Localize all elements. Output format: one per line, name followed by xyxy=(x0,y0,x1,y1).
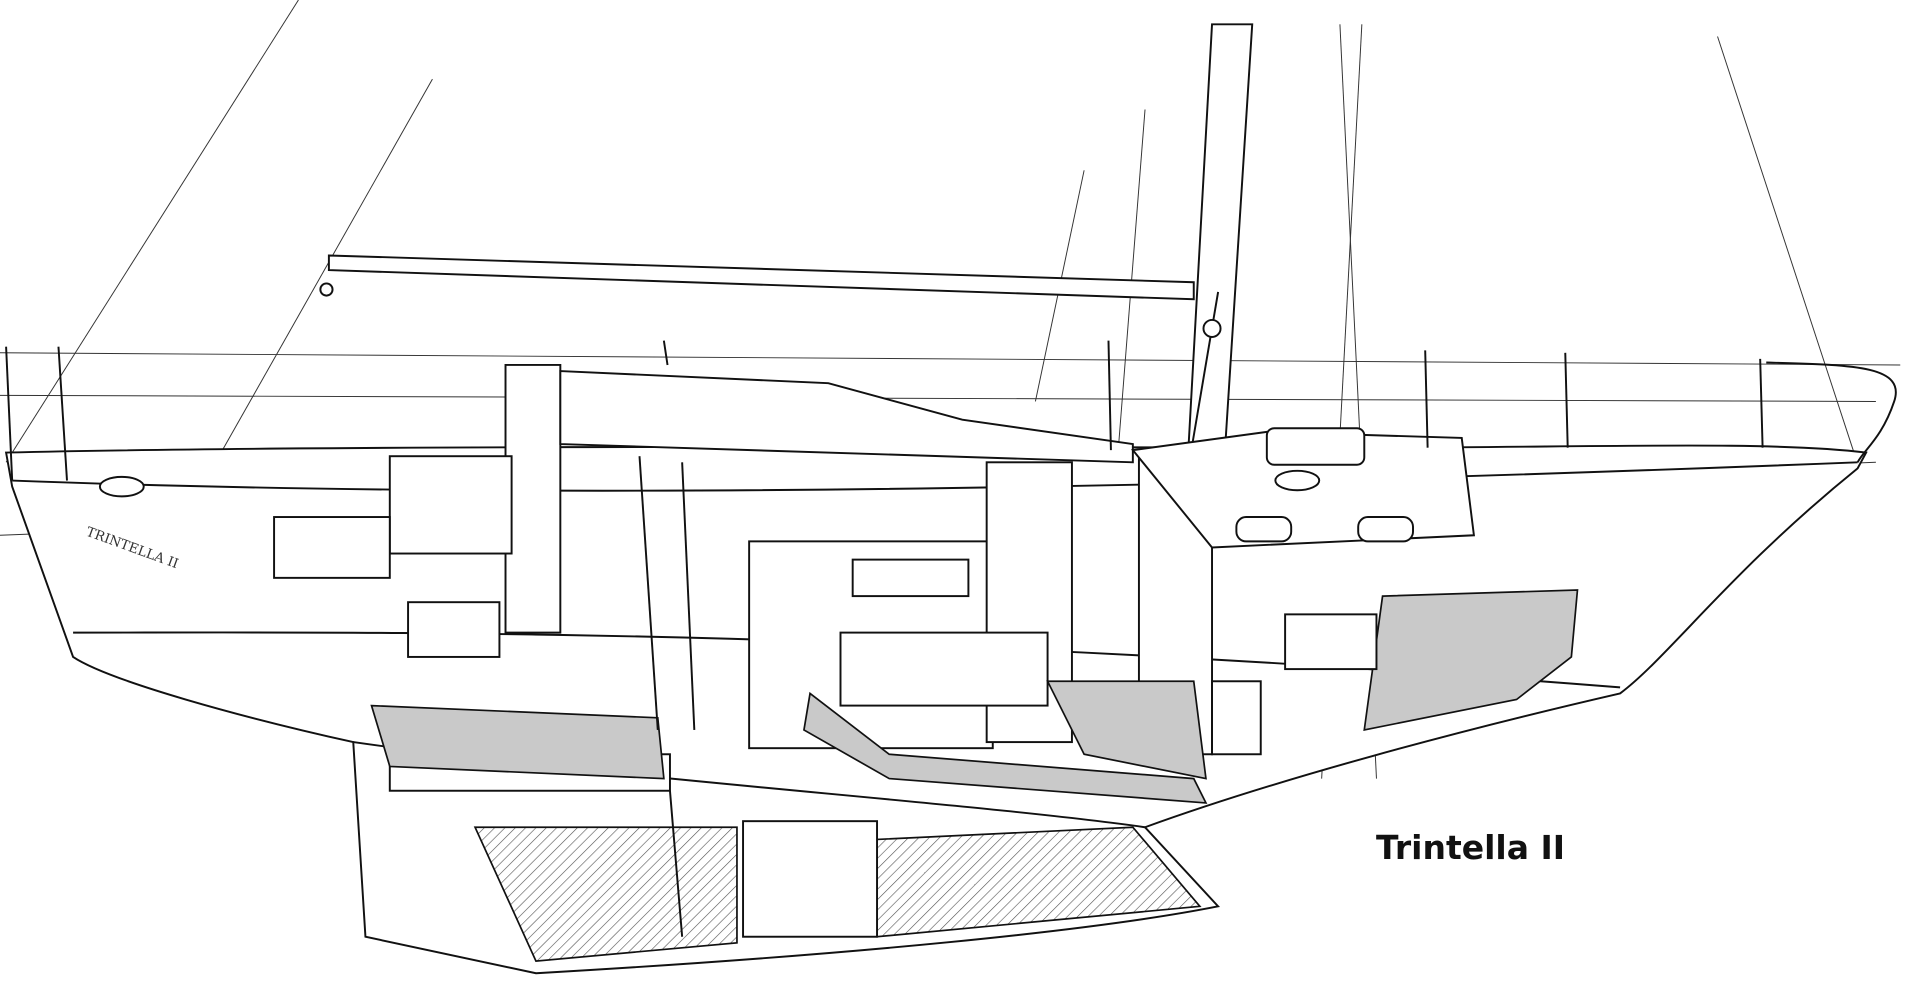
cabin-and-interior xyxy=(98,363,1579,804)
mast xyxy=(1186,23,1254,464)
pulpit-and-stanchions xyxy=(5,340,1897,481)
boom xyxy=(319,254,1195,301)
boat-name-caption: Trintella II xyxy=(1376,828,1566,867)
